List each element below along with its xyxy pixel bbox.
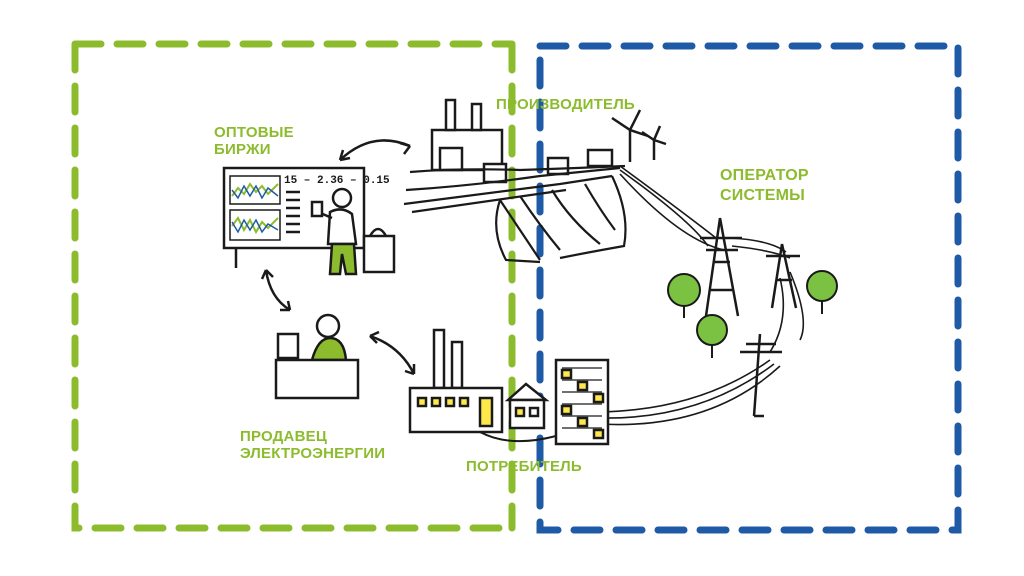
label-line: ПРОДАВЕЦ [240, 428, 327, 445]
board-ticker: 15 – 2.36 – 0.15 [284, 175, 390, 187]
transmission-tower-icon [700, 217, 800, 418]
label-line: ЭЛЕКТРОЭНЕРГИИ [240, 445, 386, 462]
trees [667, 270, 838, 358]
consumer-apartments [554, 358, 610, 446]
consumer-house [504, 382, 550, 430]
label-line: СИСТЕМЫ [720, 187, 806, 204]
label-electricity-seller: ПРОДАВЕЦ ЭЛЕКТРОЭНЕРГИИ [240, 428, 385, 462]
label-line: БИРЖИ [214, 141, 271, 158]
market-zone-border [71, 40, 516, 532]
consumer-wires [479, 431, 557, 443]
producer-factory [430, 98, 614, 184]
board-chart-line [231, 218, 279, 234]
office-bin [362, 227, 396, 274]
power-lines [599, 165, 805, 426]
label-wholesale-exchanges: ОПТОВЫЕ БИРЖИ [214, 124, 294, 158]
trader-figure [310, 187, 358, 276]
label-line: ОПТОВЫЕ [214, 124, 294, 141]
seller-desk [274, 313, 360, 400]
dam-and-river [403, 164, 627, 264]
consumer-factory [408, 328, 504, 434]
double-arrow-icon [260, 269, 292, 312]
board-chart-line [231, 184, 279, 200]
double-arrow-icon [338, 139, 411, 162]
double-arrow-icon [369, 330, 416, 376]
label-consumer: ПОТРЕБИТЕЛЬ [466, 458, 582, 475]
wind-turbine-icon [611, 109, 667, 162]
label-system-operator: ОПЕРАТОР СИСТЕМЫ [720, 166, 809, 206]
board-chart-line [231, 182, 279, 197]
operator-zone-border [536, 42, 962, 534]
label-producer: ПРОИЗВОДИТЕЛЬ [496, 96, 635, 113]
label-line: ОПЕРАТОР [720, 167, 809, 184]
